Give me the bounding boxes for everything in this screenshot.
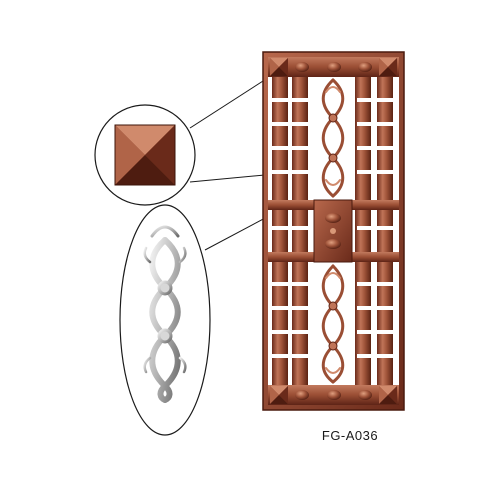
rail-gap [357,170,399,174]
rail-gap [268,170,310,174]
rail-gap [357,306,399,310]
rail-knob [295,62,309,72]
middle-rail [268,199,399,263]
rail-gap [268,146,310,150]
rail-gap [268,226,310,230]
baluster-scroll-top [321,78,345,198]
bottom-rail [268,385,399,405]
horizontal-rails [268,98,399,358]
rail-knob [358,62,372,72]
vertical-bar [272,262,288,385]
rail-knob [327,62,341,72]
vertical-bar [355,77,371,200]
vertical-bar [292,210,308,252]
rail-gap [357,122,399,126]
vertical-bar [377,210,393,252]
rail-gap [357,282,399,286]
rail-gap [268,354,310,358]
rail-knob [358,390,372,400]
callout-pyramid-cap [94,104,196,206]
rail-knob [327,390,341,400]
rail-gap [268,306,310,310]
vertical-bar [355,210,371,252]
vertical-bar [355,262,371,385]
callout-ellipse [119,204,211,436]
rail-gap [268,282,310,286]
product-model-code: FG-A036 [321,428,379,443]
baluster-scroll-bottom [321,264,345,384]
gate-panel [262,51,405,411]
rail-gap [357,146,399,150]
vertical-bar [377,262,393,385]
vertical-bar [292,77,308,200]
rail-gap [357,226,399,230]
pyramid-cap-icon [114,124,176,186]
rail-gap [357,98,399,102]
rail-gap [268,122,310,126]
callout-baluster [119,204,211,436]
rail-gap [268,98,310,102]
rail-gap [357,354,399,358]
vertical-bar [272,210,288,252]
vertical-bar [292,262,308,385]
rail-knob [295,390,309,400]
vertical-bar [377,77,393,200]
silver-baluster-icon [143,208,187,434]
top-rail [268,57,399,77]
center-medallion [313,199,353,263]
rail-gap [357,330,399,334]
vertical-bar [272,77,288,200]
rail-gap [268,330,310,334]
